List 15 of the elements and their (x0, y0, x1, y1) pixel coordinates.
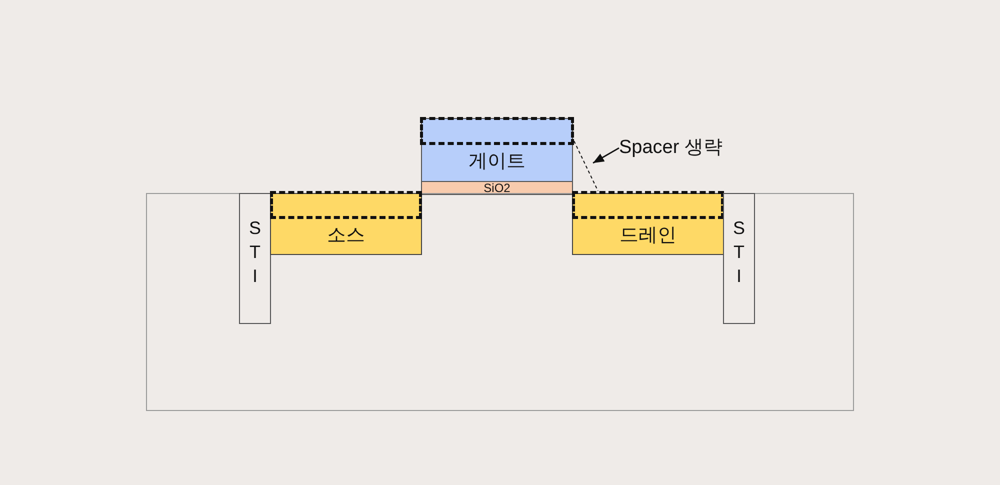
isolation-trench: S T I (723, 193, 755, 324)
drain-region (572, 193, 724, 255)
drain-label: 드레인 (618, 224, 678, 248)
callout-text: Spacer 생략 (619, 135, 722, 161)
gate-label: 게이트 (468, 150, 526, 174)
dashed-box (572, 191, 724, 219)
dashed-line (574, 140, 598, 192)
leader-arrow (592, 147, 620, 164)
substrate-block (146, 193, 854, 411)
source-label: 소스 (326, 224, 366, 248)
gate-layer (421, 118, 573, 182)
dashed-box (420, 117, 574, 145)
oxide-layer: SiO2 (421, 181, 573, 195)
dashed-box (270, 191, 422, 219)
source-region (270, 193, 422, 255)
